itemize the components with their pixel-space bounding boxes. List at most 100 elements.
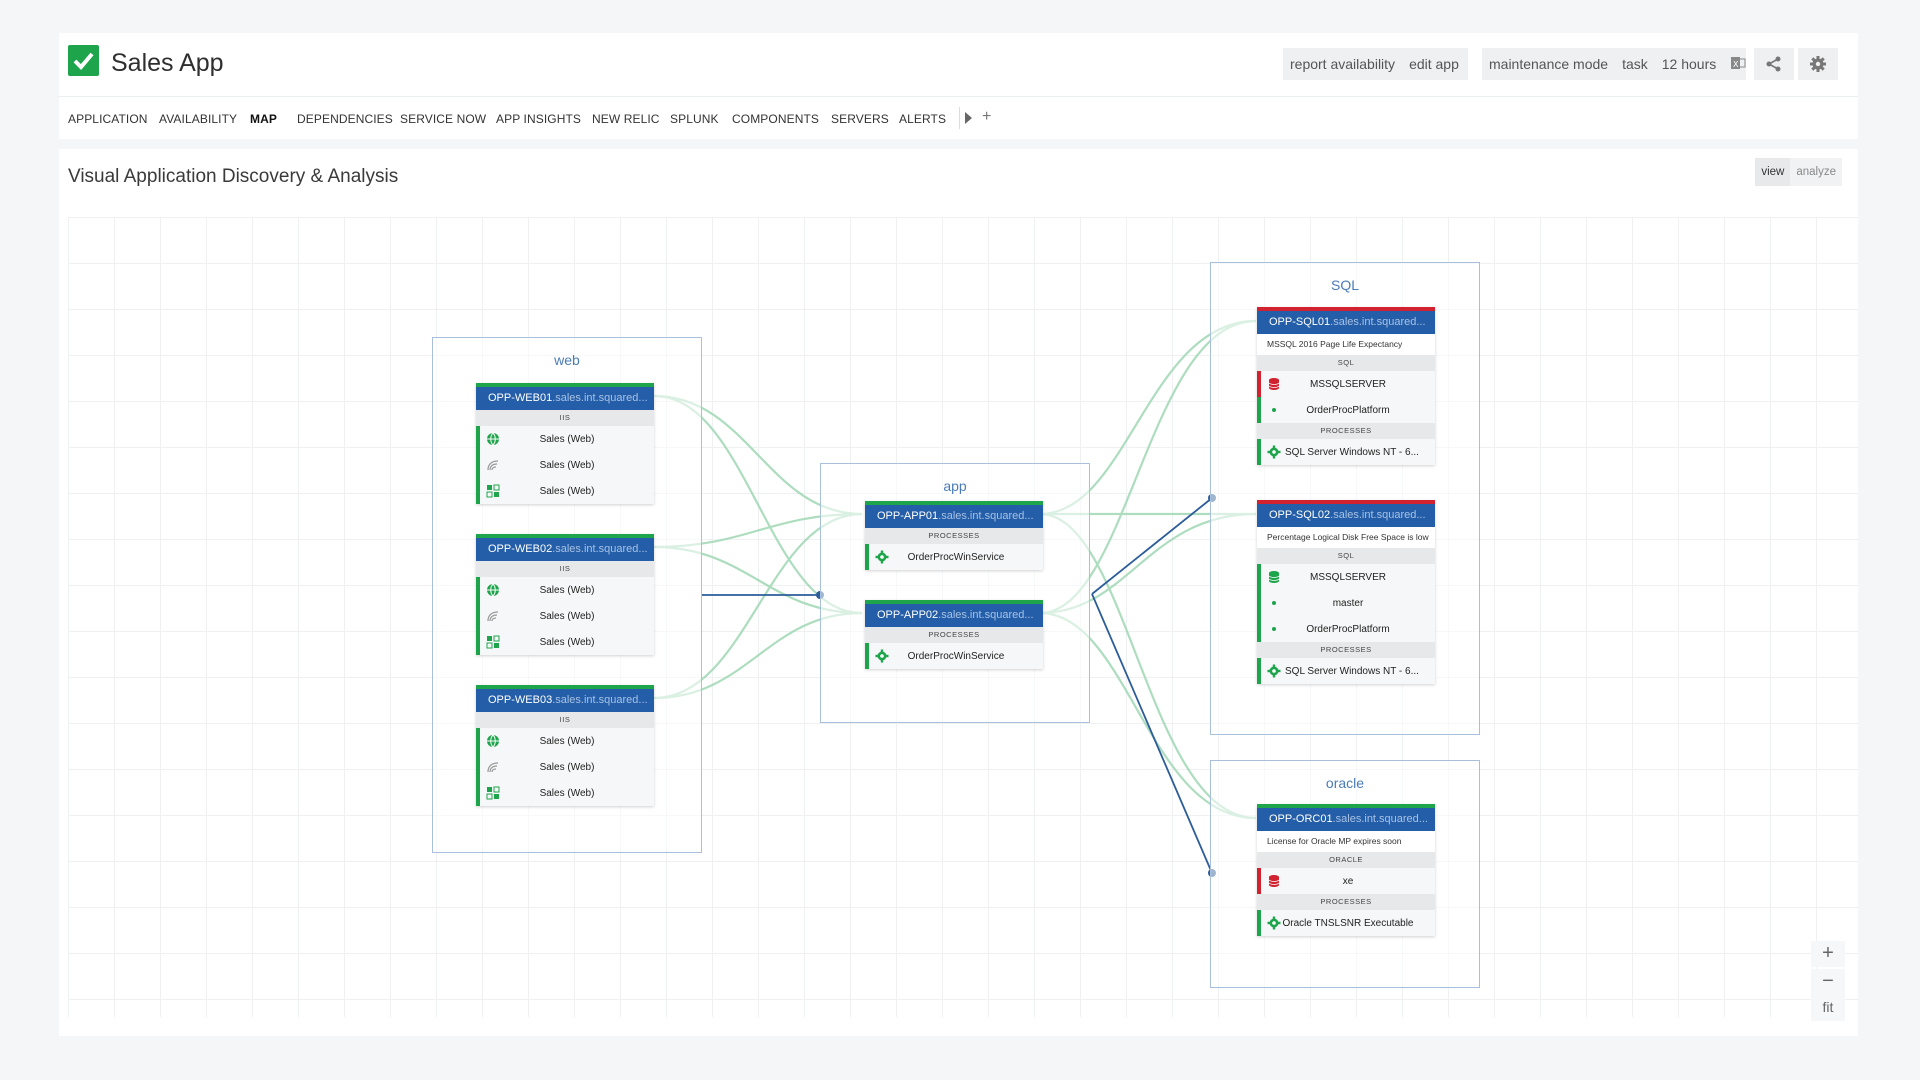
node-opp-sql02[interactable]: OPP-SQL02.sales.int.squared... Percentag… [1257,500,1435,684]
globe-icon [486,432,500,446]
app-title: Sales App [111,49,224,77]
node-host: OPP-APP01 [877,510,939,522]
tab-map[interactable]: MAP [250,112,277,126]
group-title: web [554,352,580,368]
time-range-button[interactable]: 12 hours [1661,56,1717,72]
process-gear-icon [1267,916,1281,930]
check-icon [68,45,99,76]
zoom-fit-button[interactable]: fit [1811,995,1845,1021]
node-row[interactable]: Sales (Web) [476,577,654,603]
node-row[interactable]: OrderProcWinService [865,544,1043,570]
map-panel: Visual Application Discovery & Analysis … [59,149,1858,1036]
status-dot-icon [1267,622,1281,636]
node-section-label: IIS [476,561,654,577]
node-opp-app01[interactable]: OPP-APP01.sales.int.squared... PROCESSES… [865,501,1043,570]
node-section-label: IIS [476,712,654,728]
tab-components[interactable]: COMPONENTS [732,112,820,126]
node-row[interactable]: OrderProcPlatform [1257,397,1435,423]
node-row[interactable]: Sales (Web) [476,426,654,452]
tab-dependencies[interactable]: DEPENDENCIES [297,112,393,126]
report-availability-button[interactable]: report availability [1290,56,1396,72]
node-row[interactable]: xe [1257,868,1435,894]
node-header[interactable]: OPP-WEB01.sales.int.squared... [476,383,654,410]
node-row[interactable]: Sales (Web) [476,728,654,754]
gear-icon[interactable] [1798,48,1838,80]
process-gear-icon [875,550,889,564]
excel-export-icon[interactable]: X [1723,55,1753,74]
node-section-label: PROCESSES [1257,894,1435,910]
node-section-label: PROCESSES [865,627,1043,643]
tab-servers[interactable]: SERVERS [831,112,889,126]
node-row[interactable]: Sales (Web) [476,452,654,478]
node-opp-sql01[interactable]: OPP-SQL01.sales.int.squared... MSSQL 201… [1257,307,1435,465]
node-row[interactable]: Sales (Web) [476,478,654,504]
database-icon [1267,377,1281,391]
globe-icon [486,734,500,748]
node-row[interactable]: SQL Server Windows NT - 6... [1257,658,1435,684]
node-row[interactable]: Sales (Web) [476,754,654,780]
globe-icon [486,583,500,597]
tab-availability[interactable]: AVAILABILITY [159,112,238,126]
node-host: OPP-WEB02 [488,543,553,555]
tab-application[interactable]: APPLICATION [68,112,148,126]
node-opp-web01[interactable]: OPP-WEB01.sales.int.squared... IIS Sales… [476,383,654,504]
group-title: oracle [1325,775,1365,791]
node-header[interactable]: OPP-SQL02.sales.int.squared... [1257,500,1435,527]
node-domain: .sales.int.squared... [1330,316,1426,328]
edit-app-button[interactable]: edit app [1409,56,1459,72]
node-row[interactable]: Sales (Web) [476,780,654,806]
node-row[interactable]: MSSQLSERVER [1257,564,1435,590]
task-button[interactable]: task [1622,56,1648,72]
app-header: Sales App report availability edit app m… [59,33,1858,97]
node-row[interactable]: Sales (Web) [476,629,654,655]
node-section-label: PROCESSES [1257,642,1435,658]
node-row[interactable]: MSSQLSERVER [1257,371,1435,397]
node-opp-orc01[interactable]: OPP-ORC01.sales.int.squared... License f… [1257,804,1435,936]
tab-new-relic[interactable]: NEW RELIC [592,112,660,126]
status-dot-icon [1267,596,1281,610]
view-toggle-button[interactable]: view [1755,158,1791,186]
node-opp-web02[interactable]: OPP-WEB02.sales.int.squared... IIS Sales… [476,534,654,655]
add-tab-icon[interactable]: + [982,108,992,125]
tab-service-now[interactable]: SERVICE NOW [400,112,487,126]
map-canvas[interactable]: web app SQL oracle OPP-WEB01.sales.int.s… [68,217,1858,1021]
tab-splunk[interactable]: SPLUNK [670,112,719,126]
node-domain: .sales.int.squared... [938,609,1034,621]
node-alert[interactable]: Percentage Logical Disk Free Space is lo… [1257,527,1435,548]
share-icon[interactable] [1754,48,1794,80]
app-pool-icon [486,458,500,472]
zoom-in-button[interactable]: + [1811,941,1845,967]
node-header[interactable]: OPP-WEB02.sales.int.squared... [476,534,654,561]
database-icon [1267,874,1281,888]
node-row[interactable]: Sales (Web) [476,603,654,629]
node-row[interactable]: SQL Server Windows NT - 6... [1257,439,1435,465]
node-domain: .sales.int.squared... [938,510,1034,522]
node-row[interactable]: OrderProcWinService [865,643,1043,669]
node-host: OPP-SQL02 [1269,509,1331,521]
node-header[interactable]: OPP-APP01.sales.int.squared... [865,501,1043,528]
group-title: app [943,478,967,494]
zoom-out-button[interactable]: − [1811,969,1845,995]
node-header[interactable]: OPP-APP02.sales.int.squared... [865,600,1043,627]
maintenance-mode-button[interactable]: maintenance mode [1489,56,1609,72]
node-row[interactable]: OrderProcPlatform [1257,616,1435,642]
process-gear-icon [875,649,889,663]
node-row[interactable]: Oracle TNSLSNR Executable [1257,910,1435,936]
database-icon [1267,570,1281,584]
node-header[interactable]: OPP-WEB03.sales.int.squared... [476,685,654,712]
dependency-app-sql [1091,497,1213,595]
tab-alerts[interactable]: ALERTS [899,112,947,126]
group-title: SQL [1330,277,1359,293]
node-header[interactable]: OPP-ORC01.sales.int.squared... [1257,804,1435,831]
node-header[interactable]: OPP-SQL01.sales.int.squared... [1257,307,1435,334]
tab-app-insights[interactable]: APP INSIGHTS [496,112,582,126]
node-row[interactable]: master [1257,590,1435,616]
process-gear-icon [1267,445,1281,459]
node-alert[interactable]: License for Oracle MP expires soon [1257,831,1435,852]
more-tabs-icon[interactable] [963,111,973,130]
node-domain: .sales.int.squared... [552,392,648,404]
node-opp-web03[interactable]: OPP-WEB03.sales.int.squared... IIS Sales… [476,685,654,806]
node-alert[interactable]: MSSQL 2016 Page Life Expectancy [1257,334,1435,355]
node-opp-app02[interactable]: OPP-APP02.sales.int.squared... PROCESSES… [865,600,1043,669]
analyze-toggle-button[interactable]: analyze [1790,158,1842,186]
